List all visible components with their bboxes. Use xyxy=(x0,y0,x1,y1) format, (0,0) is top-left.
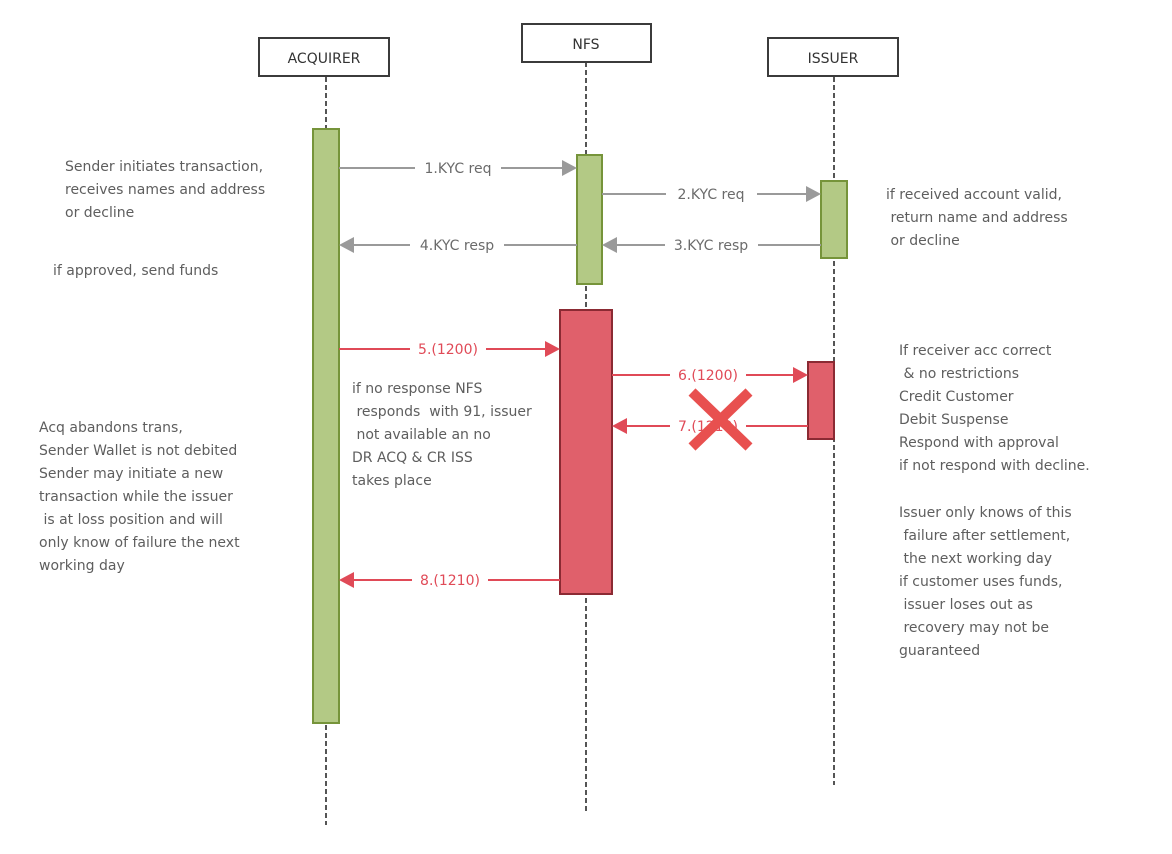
activation-nfs-financial xyxy=(559,309,613,595)
arrowhead-icon xyxy=(562,160,577,176)
arrowhead-icon xyxy=(793,367,808,383)
activation-issuer-kyc xyxy=(820,180,848,259)
message-label: 2.KYC req xyxy=(678,187,745,203)
activation-acquirer xyxy=(312,128,340,724)
message-label: 3.KYC resp xyxy=(674,238,748,254)
arrowhead-icon xyxy=(612,418,627,434)
message-label: 8.(1210) xyxy=(420,573,480,589)
message-1[interactable]: 1.KYC req xyxy=(339,160,577,177)
note-issuer-credit: If receiver acc correct & no restriction… xyxy=(899,343,1090,474)
note-acquirer-abandon: Acq abandons trans, Sender Wallet is not… xyxy=(0,0,262,574)
arrowhead-icon xyxy=(339,237,354,253)
x-cross-icon xyxy=(688,388,753,451)
note-acquirer-kyc: Sender initiates transaction, receives n… xyxy=(0,0,287,221)
note-issuer-loss: Issuer only knows of this failure after … xyxy=(899,505,1072,659)
arrowhead-icon xyxy=(339,572,354,588)
message-5[interactable]: 5.(1200) xyxy=(339,341,560,358)
arrowhead-icon xyxy=(602,237,617,253)
message-8[interactable]: 8.(1210) xyxy=(339,572,560,589)
note-issuer-kyc: if received account valid, return name a… xyxy=(0,0,1090,249)
actor-nfs-label: NFS xyxy=(572,37,599,53)
message-label: 1.KYC req xyxy=(425,161,492,177)
actor-issuer[interactable]: ISSUER xyxy=(767,37,899,77)
message-4[interactable]: 4.KYC resp xyxy=(339,237,577,254)
arrowhead-icon xyxy=(545,341,560,357)
note-acquirer-approved: if approved, send funds xyxy=(0,0,232,279)
actor-acquirer[interactable]: ACQUIRER xyxy=(258,37,390,77)
message-6[interactable]: 6.(1200) xyxy=(612,367,808,384)
message-label: 4.KYC resp xyxy=(420,238,494,254)
message-3[interactable]: 3.KYC resp xyxy=(602,237,821,254)
actor-acquirer-label: ACQUIRER xyxy=(288,51,361,67)
actor-issuer-label: ISSUER xyxy=(808,51,859,67)
activation-issuer-financial xyxy=(807,361,835,440)
message-label: 6.(1200) xyxy=(678,368,738,384)
arrowhead-icon xyxy=(806,186,821,202)
actor-nfs[interactable]: NFS xyxy=(521,23,652,63)
message-2[interactable]: 2.KYC req xyxy=(602,186,821,203)
message-label: 5.(1200) xyxy=(418,342,478,358)
note-nfs-timeout: if no response NFS responds with 91, iss… xyxy=(0,0,554,489)
activation-nfs-kyc xyxy=(576,154,603,285)
